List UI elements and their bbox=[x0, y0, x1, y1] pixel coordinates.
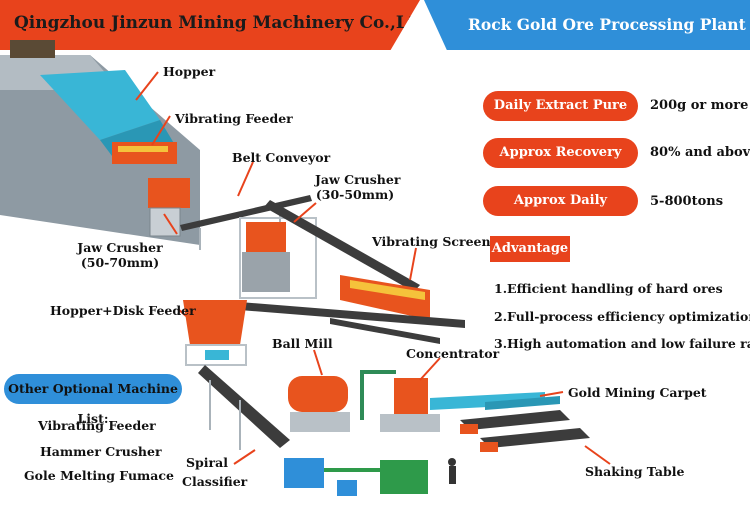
belt-conveyor-4 bbox=[330, 318, 440, 344]
arrow-icon bbox=[419, 357, 441, 381]
label-jaw-crusher-2-size: (30-50mm) bbox=[315, 187, 395, 202]
stat-value-recovery-rate: 80% and above bbox=[650, 145, 750, 160]
arrow-icon bbox=[233, 449, 256, 465]
label-jaw-crusher-2: Jaw Crusher (30-50mm) bbox=[315, 172, 401, 202]
hopper-disk-feeder-machine bbox=[183, 300, 247, 345]
optional-machines-title: Other Optional Machine List: bbox=[4, 374, 182, 426]
belt-conveyor-1 bbox=[180, 195, 312, 231]
spiral-classifier-screw bbox=[198, 365, 290, 448]
label-spiral-classifier-line2: Classifier bbox=[182, 474, 248, 489]
label-spiral-classifier-line1: Spiral bbox=[186, 455, 228, 470]
person-figure bbox=[448, 458, 456, 466]
truck bbox=[10, 40, 55, 58]
jaw-crusher-1-machine bbox=[148, 178, 190, 208]
label-hopper-disk-feeder: Hopper+Disk Feeder bbox=[50, 303, 196, 318]
label-ball-mill: Ball Mill bbox=[272, 336, 333, 351]
arrow-icon bbox=[584, 445, 611, 465]
label-vibrating-screen: Vibrating Screen bbox=[372, 234, 491, 249]
stat-label-pure-gold: Daily Extract Pure Gold bbox=[483, 91, 638, 143]
label-vibrating-feeder: Vibrating Feeder bbox=[175, 111, 293, 126]
belt-conveyor-3 bbox=[215, 300, 465, 328]
pump-unit bbox=[380, 460, 428, 494]
arrow-icon bbox=[539, 391, 564, 397]
belt-conveyor-2 bbox=[264, 200, 420, 292]
jaw-crusher-2-base bbox=[242, 252, 290, 292]
advantage-item-3: 3.High automation and low failure rate bbox=[494, 336, 750, 351]
label-hopper: Hopper bbox=[163, 64, 216, 79]
feeder-deck bbox=[118, 146, 168, 152]
optional-machine-1: Vibrating Feeder bbox=[38, 418, 156, 433]
arrow-icon bbox=[409, 247, 417, 281]
label-concentrator: Concentrator bbox=[406, 346, 500, 361]
advantage-title: Advantage bbox=[490, 236, 570, 262]
label-jaw-crusher-1: Jaw Crusher (50-70mm) bbox=[75, 240, 165, 270]
advantage-item-2: 2.Full-process efficiency optimization bbox=[494, 309, 750, 324]
company-banner: Qingzhou Jinzun Mining Machinery Co.,Ltd… bbox=[0, 0, 420, 50]
stat-label-daily-capacity: Approx Daily Capacity bbox=[483, 186, 638, 238]
shaking-table-2 bbox=[480, 428, 590, 448]
vibrating-feeder-machine bbox=[112, 142, 177, 164]
plant-title: Rock Gold Ore Processing Plant bbox=[468, 15, 746, 34]
screen-deck bbox=[350, 280, 425, 300]
stat-label-recovery-rate: Approx Recovery Rate bbox=[483, 138, 638, 190]
label-jaw-crusher-2-name: Jaw Crusher bbox=[315, 172, 401, 187]
stat-value-pure-gold: 200g or more bbox=[650, 98, 749, 113]
company-name: Qingzhou Jinzun Mining Machinery Co.,Ltd… bbox=[14, 13, 434, 33]
ball-mill-machine bbox=[288, 376, 348, 412]
label-gold-mining-carpet: Gold Mining Carpet bbox=[568, 385, 707, 400]
arrow-icon bbox=[135, 71, 159, 101]
arrow-icon bbox=[163, 213, 178, 235]
plant-title-banner: Rock Gold Ore Processing Plant bbox=[424, 0, 750, 50]
stat-value-daily-capacity: 5-800tons bbox=[650, 194, 724, 209]
label-jaw-crusher-1-name: Jaw Crusher bbox=[77, 240, 163, 255]
advantage-item-1: 1.Efficient handling of hard ores bbox=[494, 281, 723, 296]
label-jaw-crusher-1-size: (50-70mm) bbox=[80, 255, 160, 270]
water-tank bbox=[284, 458, 324, 488]
optional-machine-2: Hammer Crusher bbox=[40, 444, 162, 459]
arrow-icons bbox=[135, 71, 611, 465]
optional-machine-3: Gole Melting Fumace bbox=[24, 468, 174, 483]
label-belt-conveyor: Belt Conveyor bbox=[232, 150, 331, 165]
arrow-icon bbox=[237, 161, 254, 197]
arrow-icon bbox=[293, 202, 317, 223]
arrow-icon bbox=[151, 115, 171, 146]
arrow-icon bbox=[177, 308, 187, 317]
label-shaking-table: Shaking Table bbox=[585, 464, 685, 479]
arrow-icon bbox=[313, 349, 323, 376]
shaking-table-1 bbox=[460, 410, 570, 430]
jaw-crusher-2-machine bbox=[246, 222, 286, 252]
hopper-body bbox=[40, 70, 160, 140]
concentrator-machine bbox=[394, 378, 428, 414]
